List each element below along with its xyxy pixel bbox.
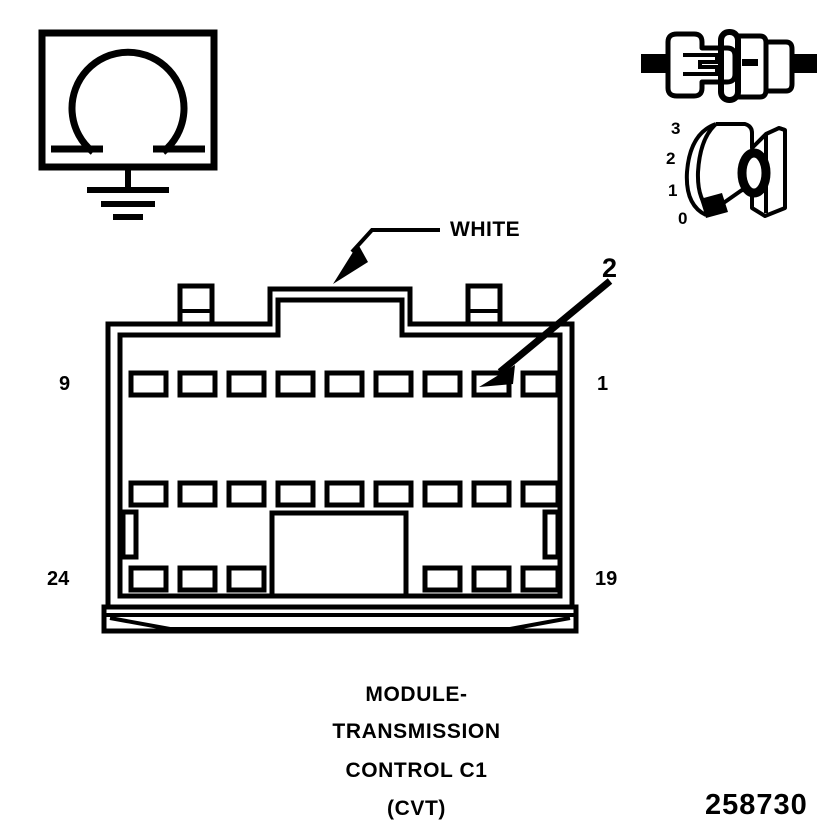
row-middle-cavities (128, 480, 561, 508)
connector-size-scale (684, 122, 787, 218)
side-latch-left (120, 509, 139, 560)
row-bottom-cavities (128, 565, 561, 593)
scale-tick-1: 1 (668, 181, 678, 200)
pin-label-top-left: 9 (59, 373, 71, 395)
pin-label-bottom-left: 24 (47, 568, 70, 590)
caption-line-2: TRANSMISSION (332, 720, 501, 743)
caption-line-1: MODULE- (365, 683, 468, 706)
connector-top-tab-left (177, 283, 215, 327)
pin-label-bottom-right: 19 (595, 568, 618, 590)
white-wire-label: WHITE (450, 218, 521, 241)
side-latch-right (542, 509, 561, 560)
caption-line-4: (CVT) (387, 797, 446, 820)
connector-body (101, 283, 579, 634)
scale-tick-3: 3 (671, 119, 681, 138)
cavity-callout-label: 2 (602, 253, 618, 283)
connector-top-tab-right (465, 283, 503, 327)
row-top-cavities (128, 370, 561, 398)
center-block (269, 510, 409, 599)
pin-label-top-right: 1 (597, 373, 609, 395)
omega-ground-symbol (38, 29, 218, 220)
scale-tick-0: 0 (678, 209, 688, 228)
scale-tick-2: 2 (666, 149, 676, 168)
connector-plug-icon (641, 29, 817, 103)
connector-base-flange (101, 604, 579, 634)
caption-line-3: CONTROL C1 (345, 759, 488, 782)
white-wire-leader (333, 228, 440, 284)
figure-number: 258730 (705, 789, 808, 821)
